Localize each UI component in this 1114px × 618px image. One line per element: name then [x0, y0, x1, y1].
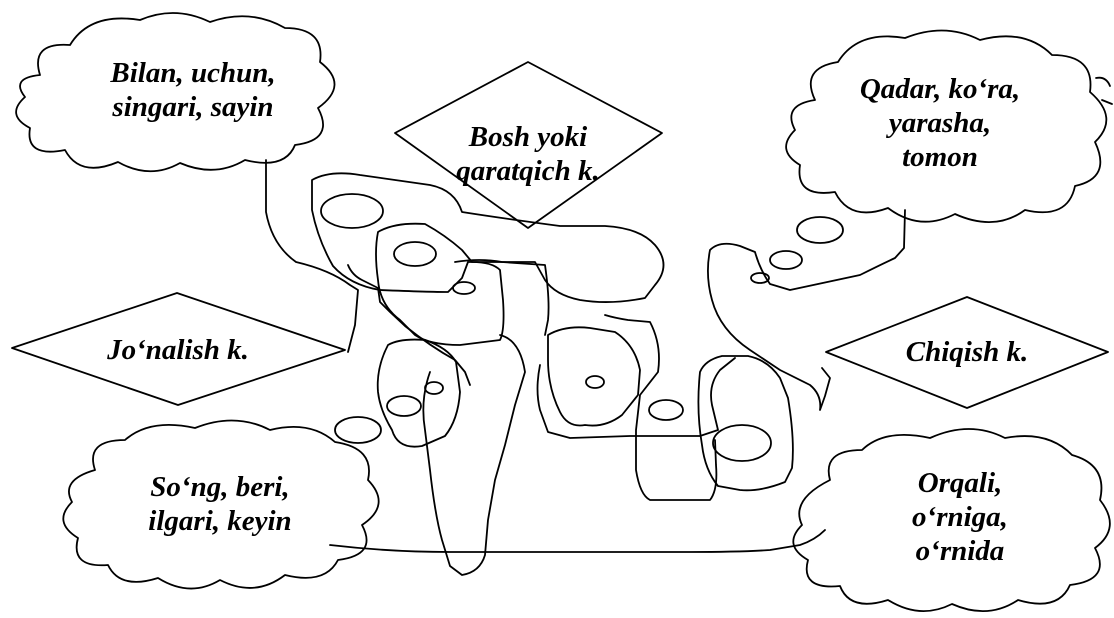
- bubble: [750, 272, 770, 284]
- bubble: [424, 381, 444, 395]
- lake-ellipse: [648, 399, 684, 421]
- map-outline: [697, 355, 794, 492]
- lake-ellipse: [452, 281, 476, 295]
- bubble: [796, 216, 844, 244]
- cloud-top-right-tail: [1095, 76, 1113, 105]
- map-outline: [347, 264, 471, 386]
- map-outline: [329, 529, 826, 553]
- diamond-top-center-shape: [394, 61, 663, 229]
- bubble: [386, 395, 422, 417]
- map-outline: [311, 172, 665, 303]
- map-outline: [265, 159, 359, 353]
- lake-ellipse: [320, 193, 384, 229]
- lake-ellipse: [393, 241, 437, 267]
- diamond-top-center-label: Bosh yoki qaratqich k.: [456, 121, 600, 187]
- cloud-top-right-shape: [785, 29, 1108, 223]
- diamond-left-label: Jo‘nalish k.: [107, 334, 249, 366]
- diamond-left-shape: [11, 292, 346, 406]
- cloud-bottom-left-shape: [62, 419, 380, 590]
- cloud-bottom-left-label: So‘ng, beri, ilgari, keyin: [148, 471, 292, 537]
- map-outline: [707, 209, 906, 411]
- cloud-bottom-right-label: Orqali, o‘rniga, o‘rnida: [912, 467, 1008, 567]
- bubble: [769, 250, 803, 270]
- cloud-bottom-right-shape: [792, 428, 1111, 613]
- lake-ellipse: [712, 424, 772, 462]
- cloud-top-right-label: Qadar, ko‘ra, yarasha, tomon: [859, 73, 1021, 173]
- cloud-top-left-label: Bilan, uchun, singari, sayin: [110, 57, 276, 123]
- lake-ellipse: [585, 375, 605, 389]
- bubble: [334, 416, 382, 444]
- diamond-right-label: Chiqish k.: [905, 336, 1029, 368]
- map-outline: [547, 326, 641, 427]
- map-outline: [454, 259, 550, 336]
- map-outline: [375, 222, 505, 346]
- map-outline: [376, 338, 461, 448]
- map-outline: [422, 334, 526, 576]
- map-outline: [536, 357, 736, 439]
- diamond-right-shape: [825, 296, 1109, 409]
- map-outline: [604, 314, 718, 501]
- cloud-top-left-shape: [15, 12, 336, 173]
